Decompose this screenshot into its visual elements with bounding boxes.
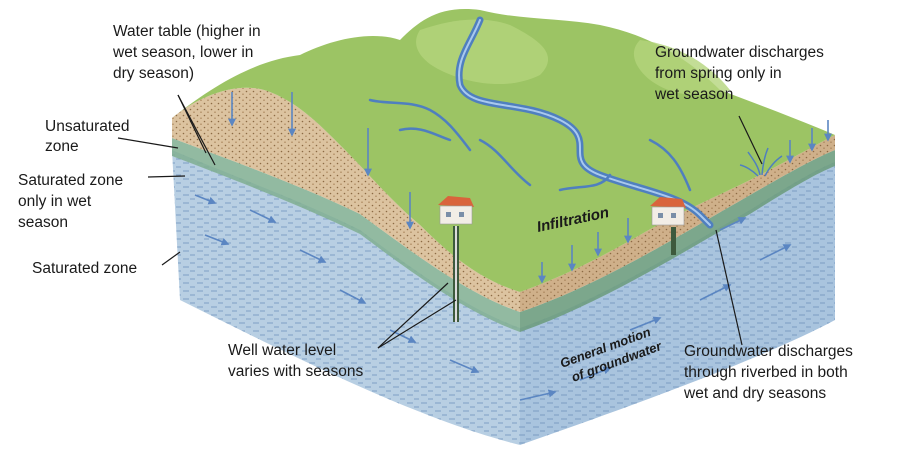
house-right	[650, 197, 686, 225]
label-saturated-wet-season: Saturated zone only in wet season	[18, 172, 127, 231]
well-right	[671, 227, 676, 255]
label-spring-discharge: Groundwater discharges from spring only …	[654, 44, 828, 103]
label-riverbed-discharge: Groundwater discharges through riverbed …	[683, 343, 857, 402]
well-left	[453, 226, 459, 322]
label-unsaturated-zone: Unsaturated zone	[45, 118, 134, 155]
label-saturated-zone: Saturated zone	[32, 260, 137, 277]
house-left	[438, 196, 474, 224]
